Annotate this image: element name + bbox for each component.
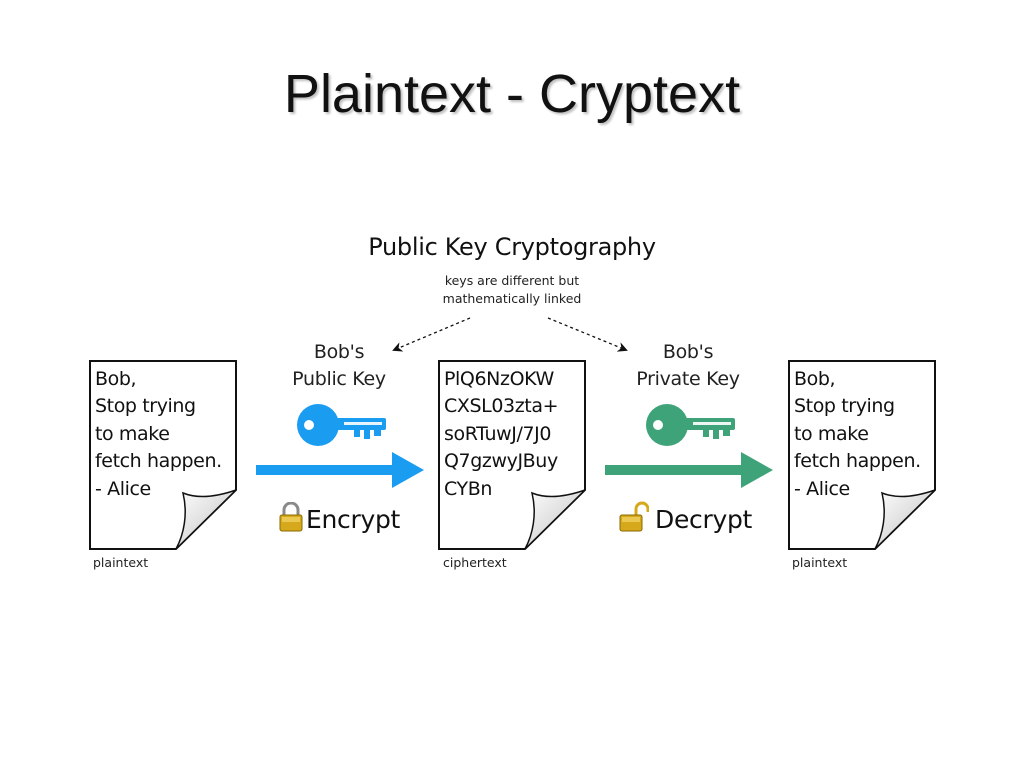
dashed-arrow-right [547, 317, 628, 352]
decrypt-label: Decrypt [655, 505, 753, 534]
ciphertext-caption: ciphertext [443, 555, 507, 570]
cipher-line: soRTuwJ/7J0 [444, 422, 552, 445]
message-line: - Alice [95, 477, 151, 500]
private-key-label: Bob's Private Key [613, 339, 763, 393]
diagram-title: Public Key Cryptography [368, 233, 656, 261]
slide-title: Plaintext - Cryptext [283, 64, 741, 124]
plaintext-message-left: Bob, Stop trying to make fetch happen. -… [95, 366, 222, 503]
message-line: to make [95, 422, 170, 445]
cipher-line: CYBn [444, 477, 493, 500]
subtitle-line-1: keys are different but [444, 273, 580, 288]
ciphertext-message: PlQ6NzOKW CXSL03zta+ soRTuwJ/7J0 Q7gzwyJ… [444, 366, 558, 503]
diagram-subtitle: keys are different but mathematically li… [400, 272, 624, 308]
decrypt-arrow [605, 452, 773, 488]
plaintext-message-right: Bob, Stop trying to make fetch happen. -… [794, 366, 921, 503]
dashed-link-arrows [392, 317, 628, 352]
message-line: Bob, [794, 368, 836, 390]
cipher-line: PlQ6NzOKW [444, 368, 554, 390]
private-key-icon [646, 404, 735, 446]
message-line: Stop trying [95, 395, 196, 418]
message-line: fetch happen. [794, 450, 921, 473]
lock-open-icon [619, 501, 649, 532]
cipher-line: Q7gzwyJBuy [444, 450, 558, 473]
plaintext-caption-right: plaintext [792, 555, 848, 570]
private-key-label-line-2: Private Key [636, 368, 740, 390]
document-page-icon [788, 360, 936, 550]
plaintext-caption-left: plaintext [93, 555, 149, 570]
message-line: fetch happen. [95, 450, 222, 473]
public-key-label: Bob's Public Key [264, 339, 414, 393]
public-key-label-line-2: Public Key [292, 368, 386, 390]
cipher-line: CXSL03zta+ [444, 395, 559, 418]
ciphertext-document: PlQ6NzOKW CXSL03zta+ soRTuwJ/7J0 Q7gzwyJ… [437, 359, 586, 550]
document-page-icon [438, 360, 586, 550]
dashed-arrow-left [392, 317, 471, 352]
plaintext-document-left: Bob, Stop trying to make fetch happen. -… [88, 359, 237, 550]
lock-closed-icon [279, 502, 303, 532]
plaintext-document-right: Bob, Stop trying to make fetch happen. -… [787, 359, 936, 550]
message-line: Stop trying [794, 395, 895, 418]
public-key-label-line-1: Bob's [313, 341, 365, 363]
private-key-label-line-1: Bob's [662, 341, 714, 363]
encrypt-label: Encrypt [306, 505, 401, 534]
message-line: to make [794, 422, 869, 445]
document-page-icon [89, 360, 237, 550]
encrypt-arrow [256, 452, 424, 488]
public-key-icon [297, 404, 386, 446]
message-line: - Alice [794, 477, 850, 500]
subtitle-line-2: mathematically linked [442, 291, 582, 306]
message-line: Bob, [95, 368, 137, 390]
